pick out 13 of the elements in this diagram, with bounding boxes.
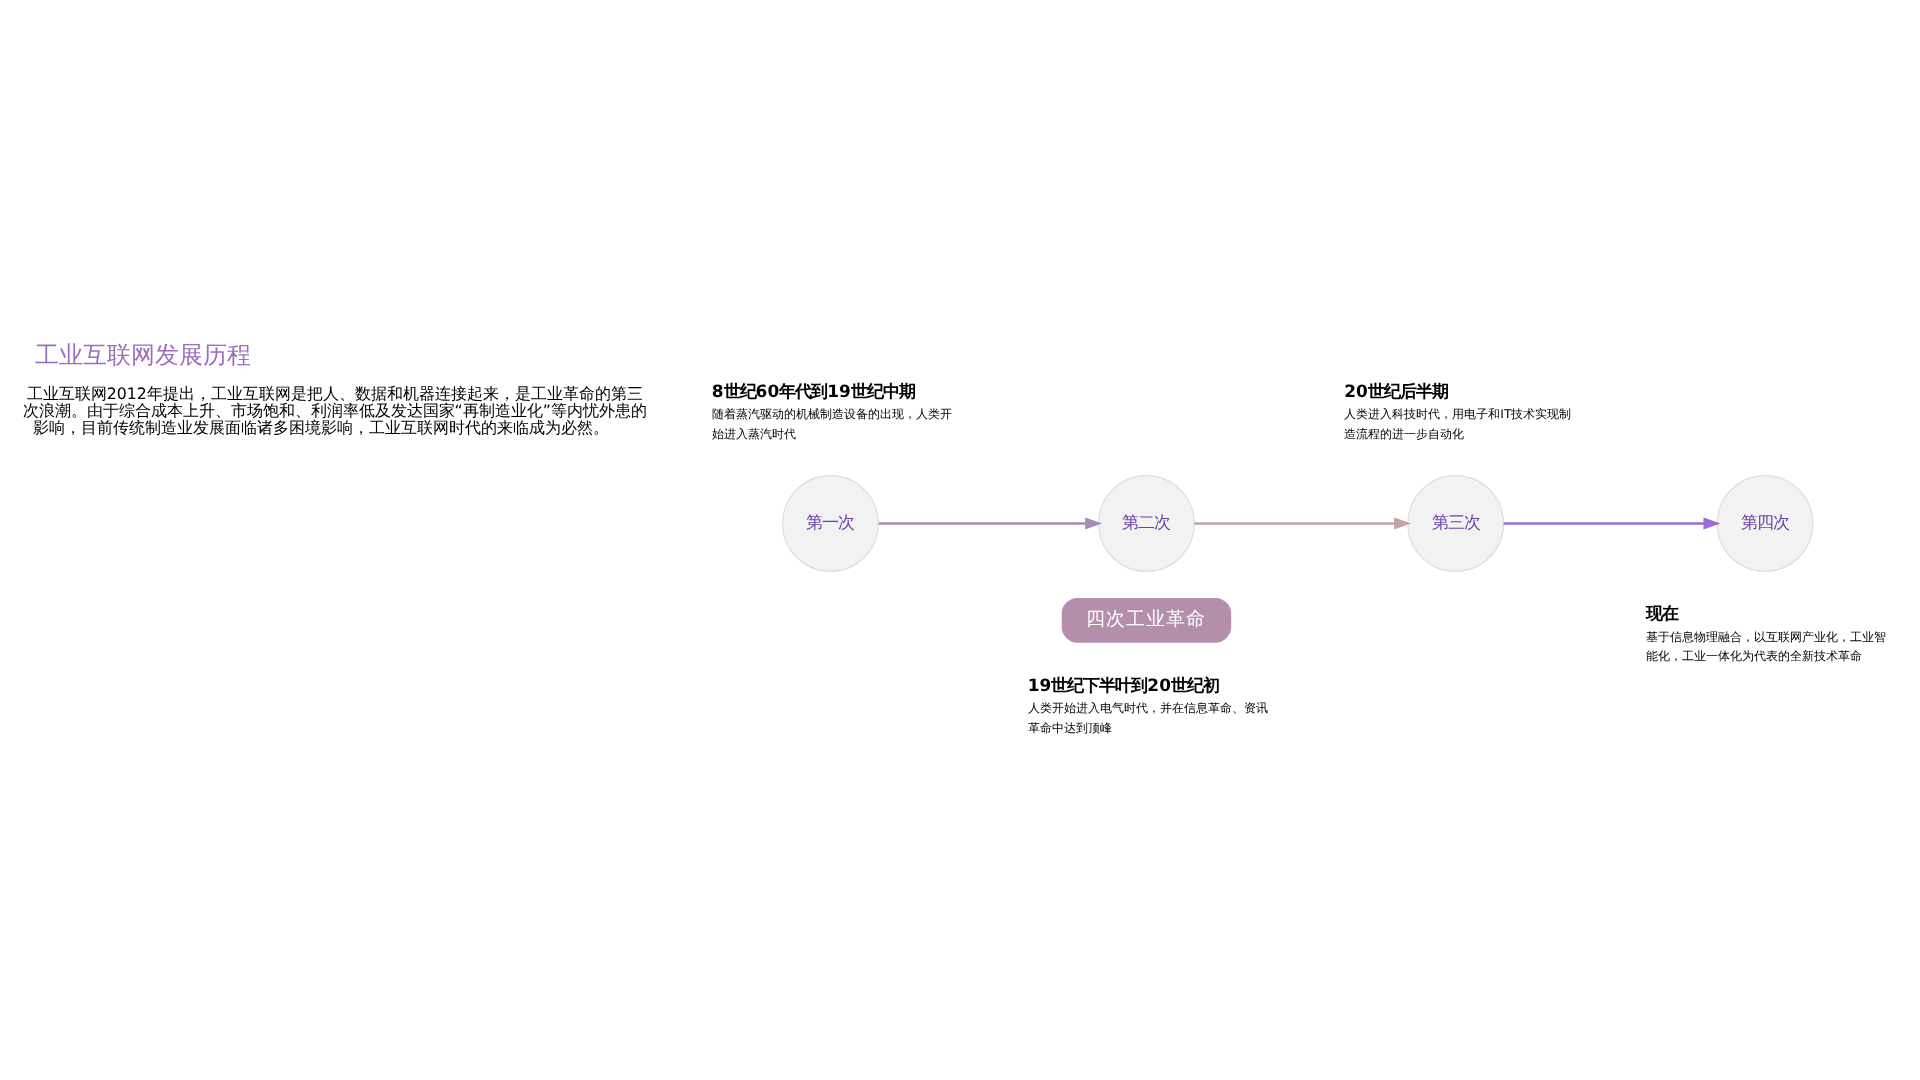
diagram-title: 工业互联网发展历程 xyxy=(35,340,252,369)
node-circle: 第二次 xyxy=(1098,474,1195,571)
node-circle: 第四次 xyxy=(1716,474,1814,571)
arrow xyxy=(878,516,1103,529)
node-label: 19世纪下半叶到20世纪初 xyxy=(1027,673,1219,694)
node-box: 四次工业革命 xyxy=(1061,596,1232,642)
node-circle: 第一次 xyxy=(782,474,879,571)
arrow xyxy=(1194,516,1412,529)
arrow xyxy=(1503,516,1721,529)
node-label: 8世纪60年代到19世纪中期 xyxy=(711,379,915,400)
node-label: 现在 xyxy=(1646,602,1679,623)
node-label: 20世纪后半期 xyxy=(1344,379,1448,400)
node-circle: 第三次 xyxy=(1407,474,1505,571)
